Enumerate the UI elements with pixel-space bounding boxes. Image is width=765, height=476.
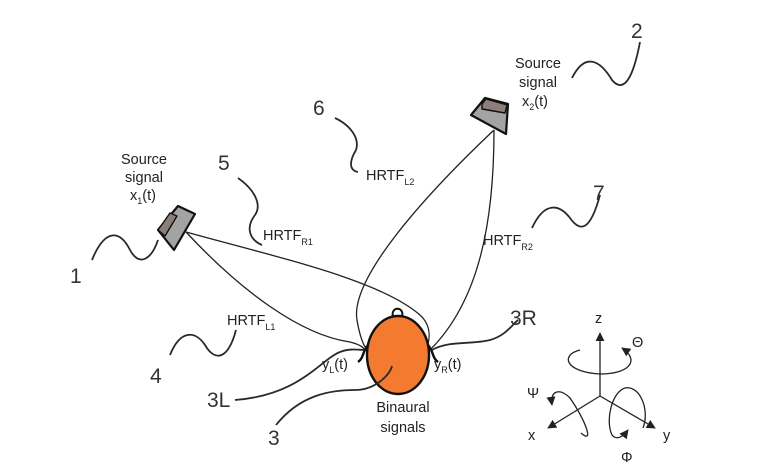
right-ear xyxy=(427,344,439,363)
y-axis-label: y xyxy=(663,428,671,444)
psi-label: Ψ xyxy=(527,386,539,402)
phi-rotation-icon xyxy=(608,387,646,440)
ref-7: 7 xyxy=(593,182,605,205)
y-axis xyxy=(599,395,656,429)
path-hrtf-l1 xyxy=(185,231,365,350)
x-axis-label: x xyxy=(528,428,536,444)
hrtf-l2-label: HRTFL2 xyxy=(366,168,414,187)
leader-7 xyxy=(531,194,601,229)
ref-5: 5 xyxy=(218,152,230,175)
source-1-label: Source signal x1(t) xyxy=(121,152,167,206)
left-ear-signal: yL(t) xyxy=(322,357,348,375)
leader-3R xyxy=(431,319,519,351)
svg-text:signals: signals xyxy=(380,420,425,436)
svg-text:signal: signal xyxy=(519,75,557,91)
listener-head xyxy=(357,307,439,396)
theta-label: Θ xyxy=(632,335,643,351)
svg-text:Source: Source xyxy=(121,152,167,168)
ref-3: 3 xyxy=(268,427,280,450)
z-axis-label: z xyxy=(595,311,602,327)
loudspeaker-2-icon xyxy=(469,96,510,136)
coordinate-axes: z x y Θ Ψ Φ xyxy=(527,311,671,466)
psi-rotation-icon xyxy=(546,391,589,437)
ref-6: 6 xyxy=(313,97,325,120)
path-hrtf-l2 xyxy=(355,129,495,351)
hrtf-l1-label: HRTFL1 xyxy=(227,313,275,332)
hrtf-r1-label: HRTFR1 xyxy=(263,228,313,247)
svg-text:signal: signal xyxy=(125,170,163,186)
ref-3R: 3R xyxy=(510,307,537,330)
path-hrtf-r2 xyxy=(429,129,495,351)
ref-3L: 3L xyxy=(207,389,230,412)
theta-rotation-icon xyxy=(567,347,632,375)
path-hrtf-r1 xyxy=(185,231,430,351)
svg-text:x2(t): x2(t) xyxy=(522,94,548,112)
hrtf-r2-label: HRTFR2 xyxy=(483,233,533,252)
ref-2: 2 xyxy=(631,20,643,43)
svg-text:Binaural: Binaural xyxy=(376,400,429,416)
leader-2 xyxy=(571,41,641,86)
leader-3L xyxy=(234,348,365,401)
x-axis xyxy=(547,395,601,429)
phi-label: Φ xyxy=(621,450,633,466)
leader-1 xyxy=(91,234,159,261)
binaural-caption: Binaural signals xyxy=(376,400,429,436)
loudspeaker-1-icon xyxy=(156,204,197,252)
right-ear-signal: yR(t) xyxy=(434,357,461,375)
leader-5 xyxy=(237,177,263,246)
source-2-label: Source signal x2(t) xyxy=(515,56,561,112)
ref-1: 1 xyxy=(70,265,82,288)
ref-4: 4 xyxy=(150,365,162,388)
svg-text:x1(t): x1(t) xyxy=(130,188,156,206)
left-ear xyxy=(357,344,369,363)
leader-6 xyxy=(334,117,359,173)
leader-3 xyxy=(275,365,393,426)
svg-text:Source: Source xyxy=(515,56,561,72)
leader-4 xyxy=(169,329,237,357)
